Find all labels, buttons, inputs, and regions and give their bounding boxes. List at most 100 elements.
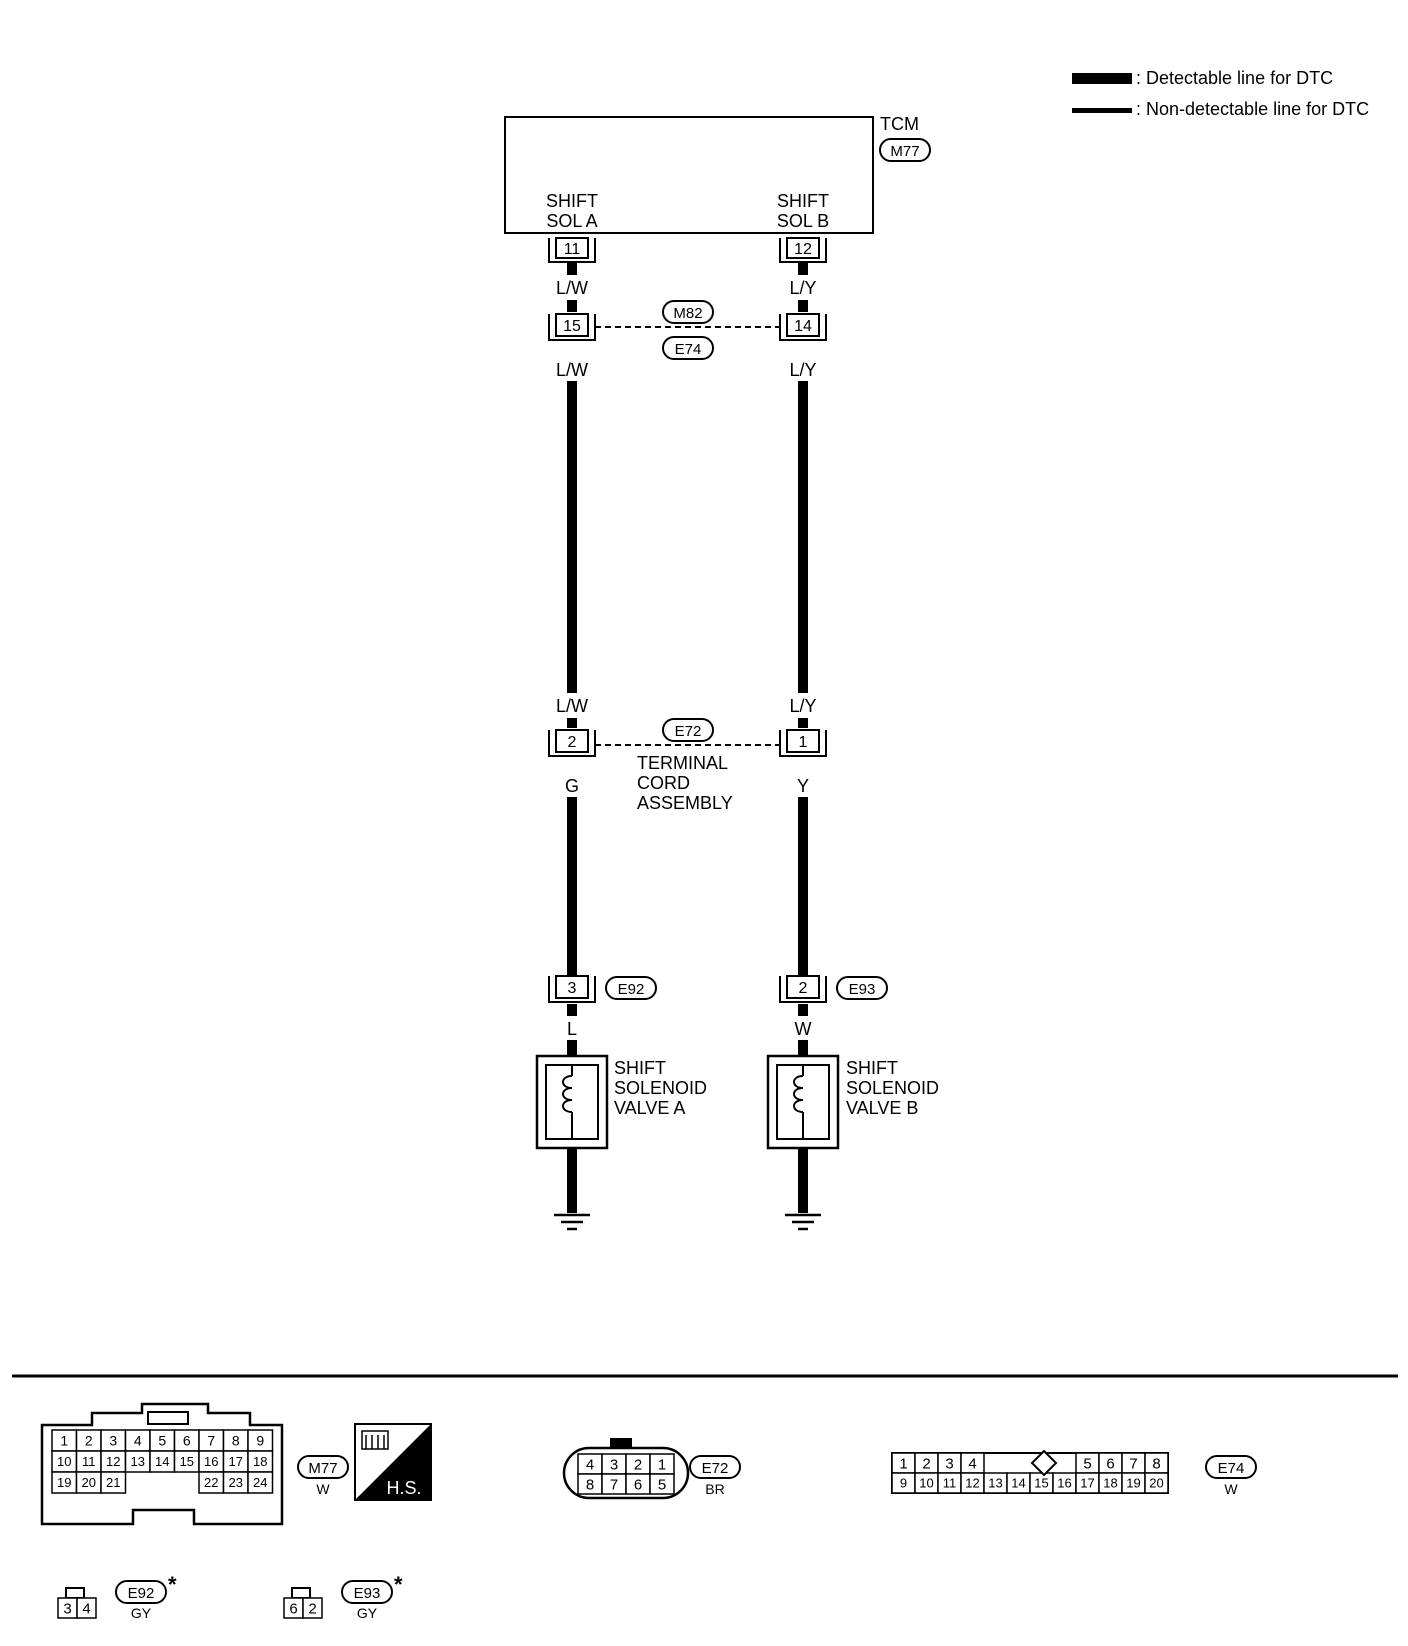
e93-face-id: E93	[354, 1585, 381, 1602]
solenoid-a-line1: SHIFT	[614, 1058, 666, 1078]
e72-pin-7: 7	[610, 1476, 618, 1493]
pin-box-tcm-b	[786, 237, 820, 259]
wire-label-a-joint: L/W	[556, 360, 588, 380]
ground-b-icon	[785, 1213, 821, 1231]
wire-a-main	[567, 381, 577, 693]
m77-id-label: M77	[308, 1460, 337, 1477]
wire-stub-b2	[798, 300, 808, 312]
m77-pin-5: 5	[158, 1433, 166, 1449]
e74-face-color: W	[1224, 1481, 1238, 1497]
e74-pin-20-cell	[1144, 1472, 1169, 1494]
e74-pin-4: 4	[968, 1455, 976, 1472]
e93-pin-2: 2	[308, 1600, 316, 1617]
wire-label-b-joint: L/Y	[789, 360, 816, 380]
tcm-unit: TCM M77 SHIFT SOL A SHIFT SOL B	[504, 114, 931, 234]
e93-face-color: GY	[357, 1605, 378, 1621]
pin-box-tcm-a	[555, 237, 589, 259]
e72-pin-6: 6	[634, 1476, 642, 1493]
e72-pin-4: 4	[586, 1456, 594, 1473]
tcm-connector-badge	[879, 138, 931, 162]
m77-pin-22: 22	[204, 1475, 218, 1490]
joint-connector-link: M82 E74	[595, 300, 780, 360]
solenoid-b-line1: SHIFT	[846, 1058, 898, 1078]
coil-b-icon	[793, 1065, 804, 1139]
e72-pin-5: 5	[658, 1476, 666, 1493]
circuit-a: 11 L/W 15 L/W L/W 2 G 3 E92 L SHIFT SOLE	[535, 237, 707, 1231]
e72-desc-line3: ASSEMBLY	[637, 793, 733, 813]
m77-pin-12: 12	[106, 1454, 120, 1469]
e74-pin-18: 18	[1103, 1476, 1117, 1491]
wire-b-lower	[798, 797, 808, 975]
wire-stub-a5	[567, 1040, 577, 1056]
pin-number-tcm-a: 11	[564, 241, 581, 258]
pin-box-e72-a	[555, 729, 589, 753]
solenoid-a-line3: VALVE A	[614, 1098, 685, 1118]
e74-pin-8: 8	[1152, 1455, 1160, 1472]
m77-latch	[147, 1411, 189, 1425]
hs-label: H.S.	[386, 1478, 421, 1498]
e74-pin-20: 20	[1149, 1476, 1163, 1491]
e74-pin-7: 7	[1129, 1455, 1137, 1472]
e74-pin-3: 3	[945, 1455, 953, 1472]
tcm-box	[504, 116, 874, 234]
e72-pin-3: 3	[610, 1456, 618, 1473]
solenoid-b-line2: SOLENOID	[846, 1078, 939, 1098]
e72-pin-1: 1	[658, 1456, 666, 1473]
m77-pin-21-cell	[100, 1471, 127, 1494]
e74-pin-16: 16	[1057, 1476, 1071, 1491]
solenoid-a-line2: SOLENOID	[614, 1078, 707, 1098]
e92-pin-4-cell	[76, 1597, 97, 1619]
wire-stub-a3	[567, 718, 577, 728]
e93-face-badge	[341, 1580, 393, 1604]
joint-top-badge	[662, 300, 714, 324]
m77-pin-7: 7	[207, 1433, 215, 1449]
wire-stub-b1	[798, 263, 808, 275]
m77-pin-18: 18	[253, 1454, 267, 1469]
wire-a-ground	[567, 1148, 577, 1213]
wire-stub-a2	[567, 300, 577, 312]
tcm-sol-a-line1: SHIFT	[546, 191, 598, 211]
e72-face-badge	[689, 1455, 741, 1479]
tcm-sol-b-line2: SOL B	[777, 211, 829, 231]
m77-pin-13: 13	[131, 1454, 145, 1469]
e72-badge	[662, 718, 714, 742]
pin-box-e72-b	[786, 729, 820, 753]
wire-stub-b5	[798, 1040, 808, 1056]
e74-pin-2: 2	[922, 1455, 930, 1472]
pin-number-sol-b: 2	[799, 980, 808, 997]
pin-bracket-e72-b	[779, 730, 827, 757]
e92-face-mark: *	[168, 1572, 177, 1597]
sol-b-connector-label: E93	[849, 981, 876, 998]
joint-bottom-label: E74	[675, 341, 702, 358]
wire-label-b-tcm: L/Y	[789, 278, 816, 298]
m77-pin-6: 6	[183, 1433, 191, 1449]
m77-id-badge	[297, 1455, 349, 1479]
m77-pin-8: 8	[232, 1433, 240, 1449]
pin-number-e72-a: 2	[568, 734, 577, 751]
e74-pin-6: 6	[1106, 1455, 1114, 1472]
e92-tab	[65, 1587, 85, 1599]
coil-a-icon	[562, 1065, 573, 1139]
m77-pin-11: 11	[82, 1454, 96, 1469]
pin-box-sol-a	[555, 975, 589, 999]
e74-pin-17: 17	[1080, 1476, 1094, 1491]
legend-detectable-label: : Detectable line for DTC	[1136, 68, 1333, 88]
pin-number-joint-a: 15	[563, 318, 581, 335]
m77-pin-14: 14	[155, 1454, 169, 1469]
sol-b-connector-badge	[836, 976, 888, 1000]
sol-a-connector-badge	[605, 976, 657, 1000]
pin-box-joint-b	[786, 313, 820, 337]
e72-label: E72	[675, 723, 702, 740]
e74-face-badge	[1205, 1455, 1257, 1479]
wire-label-a-after-e72: G	[565, 776, 579, 796]
m77-pin-16: 16	[204, 1454, 218, 1469]
legend-non-detectable-label: : Non-detectable line for DTC	[1136, 99, 1369, 119]
e92-pin-3: 3	[63, 1600, 71, 1617]
e72-key	[610, 1438, 632, 1448]
